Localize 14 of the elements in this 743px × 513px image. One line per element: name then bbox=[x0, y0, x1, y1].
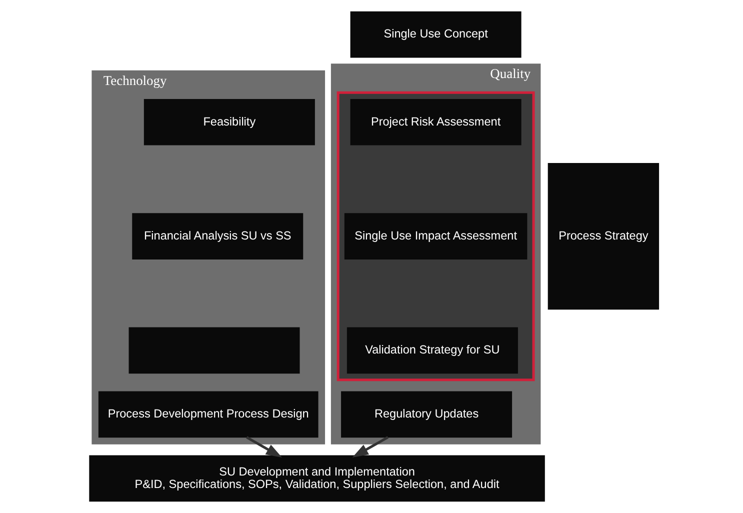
arrow bbox=[352, 436, 388, 458]
node-box: Feasibility bbox=[143, 98, 314, 146]
node-box: Process Strategy bbox=[547, 163, 659, 310]
node-box bbox=[128, 327, 300, 374]
node-box: Single Use Concept bbox=[350, 11, 521, 58]
node-box: Financial Analysis SU vs SS bbox=[132, 213, 303, 260]
cluster bbox=[336, 91, 534, 382]
node-box: Process Development Process Design bbox=[98, 391, 318, 438]
arrow bbox=[246, 436, 282, 458]
node-box: Project Risk Assessment bbox=[350, 98, 521, 146]
node-box: Validation Strategy for SU bbox=[346, 327, 518, 374]
node-box: Regulatory Updates bbox=[340, 391, 512, 438]
node-box: SU Development and Implementation P&ID, Specifications, SOPs, Validation, Suppliers Selection, and Audit bbox=[88, 455, 544, 502]
node-box: Single Use Impact Assessment bbox=[344, 213, 527, 260]
